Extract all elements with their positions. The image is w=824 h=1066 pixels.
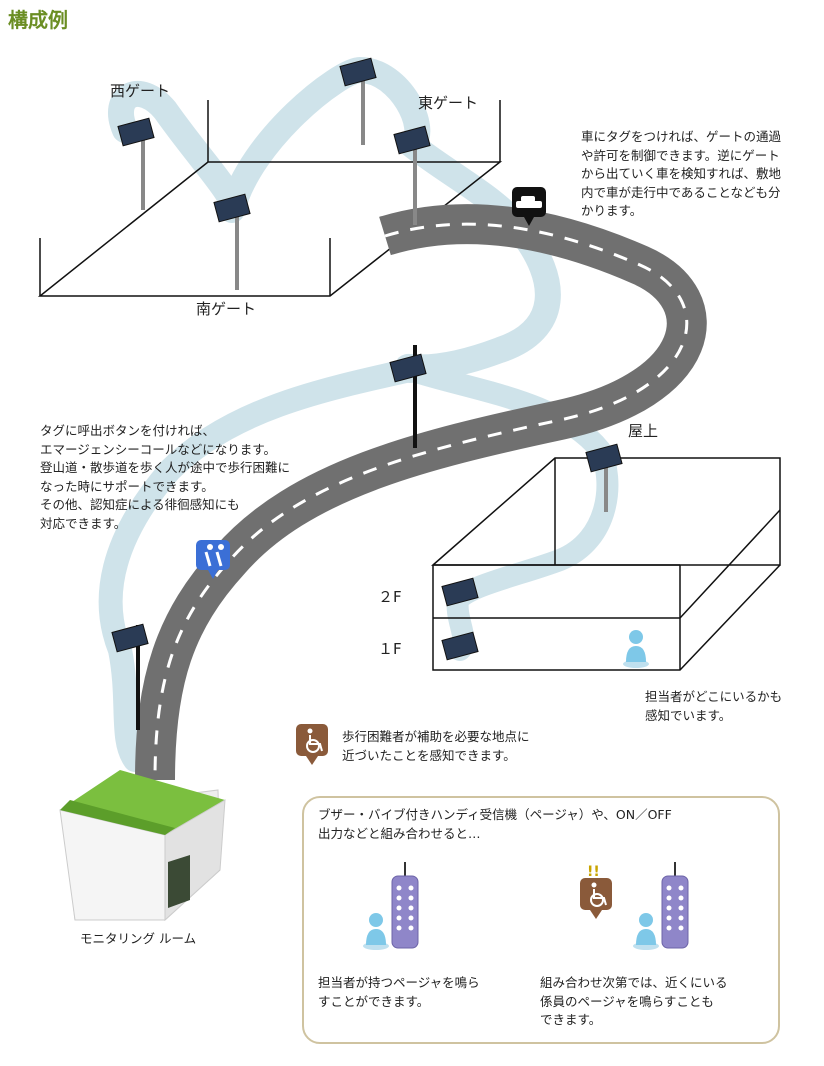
- south-gate-label: 南ゲート: [196, 300, 257, 318]
- car-icon: [512, 187, 546, 226]
- car-text: 車にタグをつければ、ゲートの通過 や許可を制御できます。逆にゲート から出ていく…: [581, 129, 782, 218]
- nearby-staff-illustration: [580, 862, 689, 950]
- person-icon: [623, 630, 649, 668]
- wheelchair-icon: [580, 878, 612, 919]
- person-icon: [633, 913, 659, 950]
- pager-icon: [391, 862, 419, 949]
- road: [135, 204, 707, 781]
- pager-intro-text: ブザー・バイブ付きハンディ受信機（ページャ）や、ON／OFF 出力などと組み合わ…: [318, 807, 672, 841]
- elderly-icon: [196, 540, 230, 579]
- rooftop-label: 屋上: [628, 422, 659, 440]
- staff-location-text: 担当者がどこにいるかも 感知でいます。: [645, 689, 783, 723]
- floor-1f-label: １F: [378, 640, 402, 658]
- solar-reader-icon: [111, 57, 623, 661]
- house-icon: [59, 770, 226, 922]
- staff-pager-illustration: [363, 862, 419, 950]
- alert-mark: !!: [587, 864, 600, 880]
- person-icon: [363, 913, 389, 950]
- monitoring-room-label: モニタリング ルーム: [80, 931, 197, 946]
- building-outline: [431, 457, 781, 671]
- wheelchair-icon: [296, 724, 328, 765]
- left-caption: 担当者が持つページャを鳴ら すことができます。: [318, 975, 480, 1009]
- page-title: 構成例: [8, 8, 68, 32]
- floor-2f-label: ２F: [378, 588, 402, 606]
- right-caption: 組み合わせ次第では、近くにいる 係員のページャを鳴らすことも できます。: [540, 975, 728, 1027]
- emergency-text: タグに呼出ボタンを付ければ、 エマージェンシーコールなどになります。 登山道・散…: [40, 423, 291, 531]
- west-gate-label: 西ゲート: [110, 82, 171, 100]
- pager-info-box: ブザー・バイブ付きハンディ受信機（ページャ）や、ON／OFF 出力などと組み合わ…: [302, 796, 780, 1044]
- assist-text: 歩行困難者が補助を必要な地点に 近づいたことを感知できます。: [342, 729, 530, 763]
- pager-icon: [661, 862, 689, 949]
- east-gate-label: 東ゲート: [418, 94, 479, 112]
- gate-area: [37, 100, 503, 297]
